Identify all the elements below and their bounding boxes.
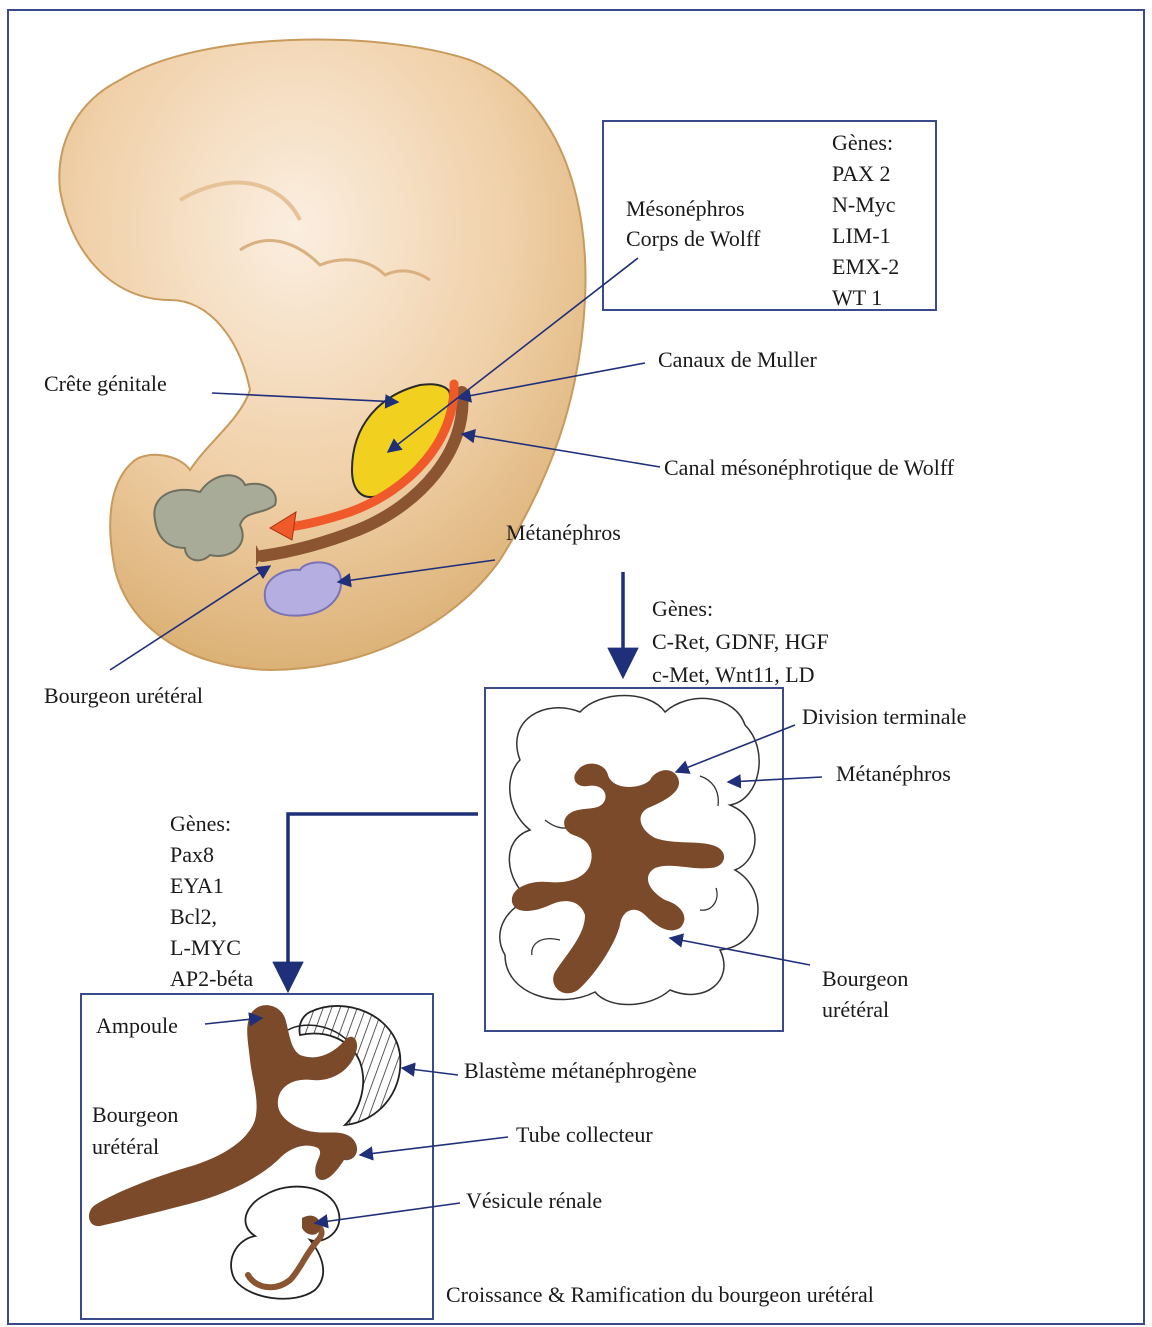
- label-right-bud-1: Bourgeon: [822, 968, 908, 990]
- label-blastema: Blastème métanéphrogène: [464, 1060, 697, 1082]
- label-muller-ducts: Canaux de Muller: [658, 349, 817, 371]
- label-right-metanephros: Métanéphros: [836, 763, 951, 785]
- embryo: [59, 40, 585, 670]
- diagram-caption: Croissance & Ramification du bourgeon ur…: [446, 1284, 874, 1306]
- meso-genes-list: Gènes: PAX 2 N-Myc LIM-1 EMX-2 WT 1: [832, 127, 899, 313]
- flow-genes-2: Gènes: Pax8 EYA1 Bcl2, L-MYC AP2-béta: [170, 808, 253, 994]
- label-ureteric-bud: Bourgeon urétéral: [44, 685, 203, 707]
- flow-genes-2-gene: EYA1: [170, 870, 253, 901]
- flow-genes-2-gene: Bcl2,: [170, 901, 253, 932]
- label-wolff-duct: Canal mésonéphrotique de Wolff: [664, 457, 954, 479]
- meso-gene: LIM-1: [832, 220, 899, 251]
- meso-genes-heading: Gènes:: [832, 127, 899, 158]
- meso-gene: EMX-2: [832, 251, 899, 282]
- flow-genes-2-gene: AP2-béta: [170, 963, 253, 994]
- label-left-bud-2: urétéral: [92, 1136, 159, 1158]
- meso-gene: WT 1: [832, 282, 899, 313]
- flow-genes-1-heading: Gènes:: [652, 592, 829, 625]
- label-metanephros: Métanéphros: [506, 522, 621, 544]
- flow-arrow-left-down: [288, 814, 478, 990]
- flow-genes-2-gene: Pax8: [170, 839, 253, 870]
- meso-gene: N-Myc: [832, 189, 899, 220]
- flow-genes-1-line: C-Ret, GDNF, HGF: [652, 625, 829, 658]
- flow-genes-2-heading: Gènes:: [170, 808, 253, 839]
- label-terminal-division: Division terminale: [802, 706, 966, 728]
- label-left-bud-1: Bourgeon: [92, 1104, 178, 1126]
- label-renal-vesicle: Vésicule rénale: [466, 1190, 602, 1212]
- mesonephros-title: Mésonéphros: [626, 198, 745, 220]
- corps-de-wolff-title: Corps de Wolff: [626, 228, 760, 250]
- label-collecting-tube: Tube collecteur: [516, 1124, 653, 1146]
- meso-gene: PAX 2: [832, 158, 899, 189]
- flow-genes-1-line: c-Met, Wnt11, LD: [652, 658, 829, 691]
- label-ampulla: Ampoule: [96, 1015, 178, 1037]
- label-right-bud-2: urétéral: [822, 999, 889, 1021]
- label-genital-ridge: Crête génitale: [44, 373, 167, 395]
- flow-genes-1: Gènes: C-Ret, GDNF, HGF c-Met, Wnt11, LD: [652, 592, 829, 691]
- flow-genes-2-gene: L-MYC: [170, 932, 253, 963]
